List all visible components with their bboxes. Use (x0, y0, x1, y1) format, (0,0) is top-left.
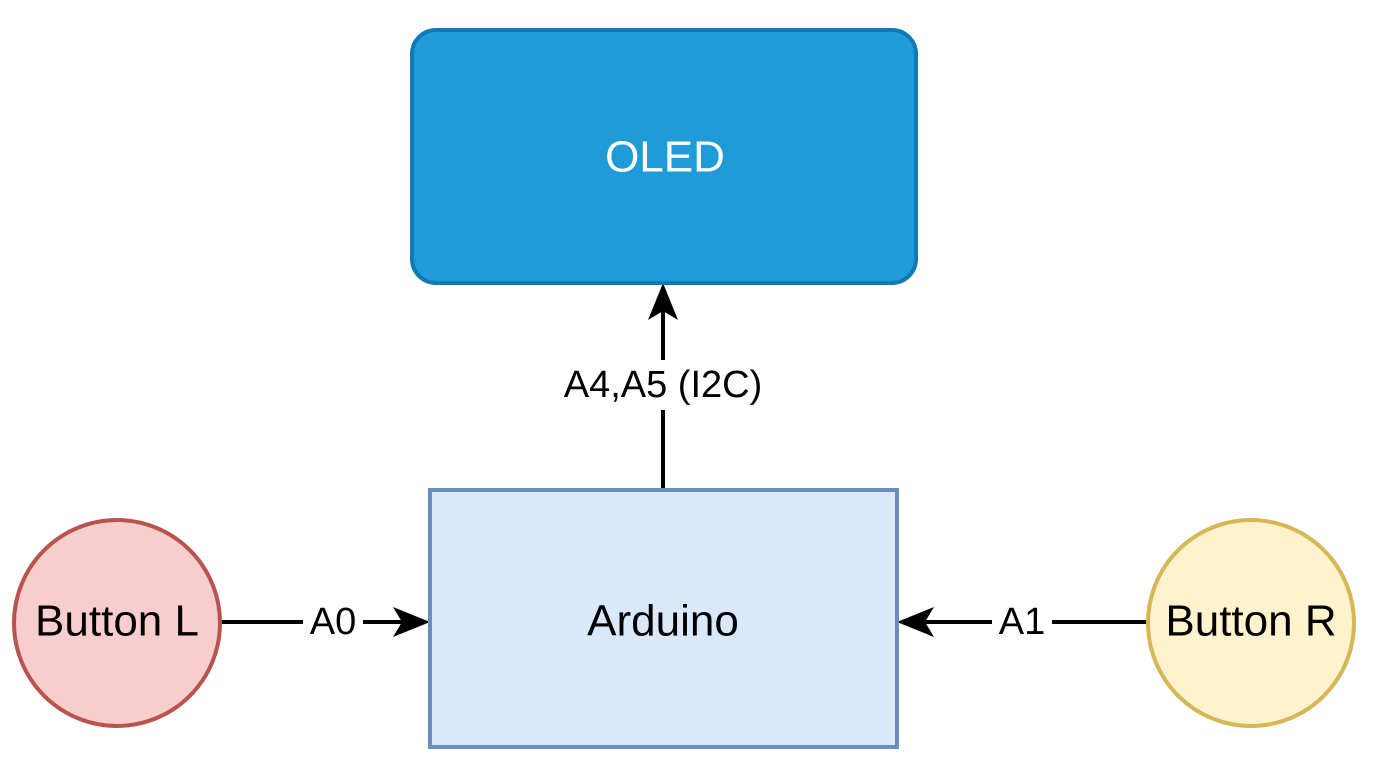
node-arduino-label: Arduino (587, 597, 739, 646)
node-button-r[interactable]: Button R (1146, 518, 1356, 728)
node-button-r-shape (1146, 518, 1356, 728)
node-oled-label: OLED (605, 133, 725, 182)
edge-buttonr-to-arduino[interactable]: A1 (897, 599, 1146, 645)
edge-buttonl-to-arduino[interactable]: A0 (222, 599, 430, 645)
node-button-l-label: Button L (35, 597, 199, 646)
node-oled[interactable]: OLED (410, 28, 918, 285)
edge-label-backdrop-a1 (992, 599, 1052, 645)
edge-label-backdrop-i2c (540, 360, 786, 410)
node-arduino-shape (428, 488, 899, 749)
edge-label-a0: A0 (310, 601, 356, 643)
arrowhead-up-icon (648, 283, 678, 320)
edge-label-backdrop-a0 (303, 599, 363, 645)
arrowhead-left-icon (897, 607, 934, 637)
edge-arduino-to-oled[interactable]: A4,A5 (I2C) (540, 283, 786, 490)
node-oled-shape (410, 28, 918, 285)
arrowhead-right-icon (393, 607, 430, 637)
node-button-l-shape (12, 518, 222, 728)
node-button-r-label: Button R (1165, 597, 1336, 646)
node-arduino[interactable]: Arduino (428, 488, 899, 749)
edge-label-i2c: A4,A5 (I2C) (564, 364, 763, 406)
edge-label-a1: A1 (999, 601, 1045, 643)
node-button-l[interactable]: Button L (12, 518, 222, 728)
